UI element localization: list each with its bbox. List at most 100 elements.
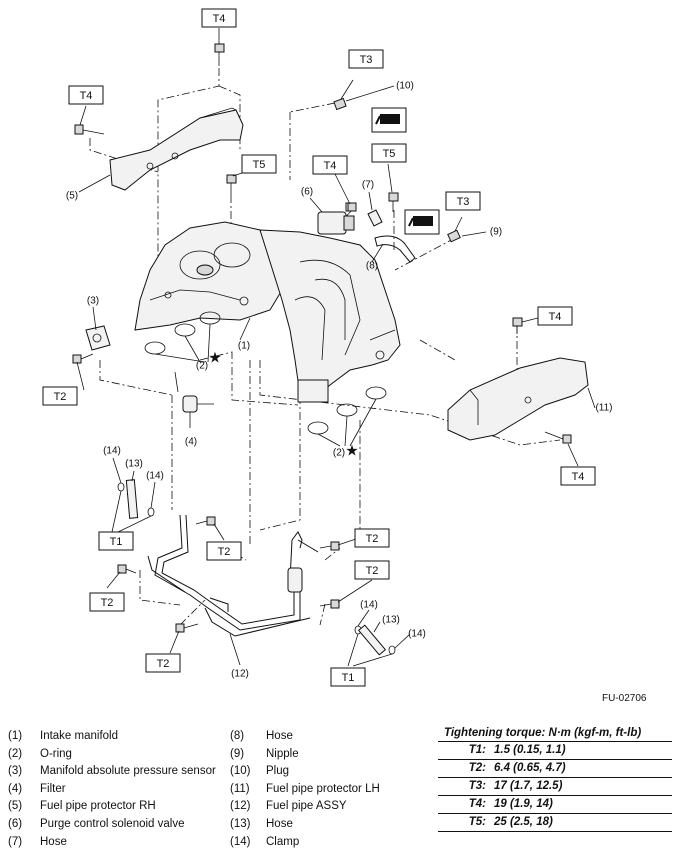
- torque-callout-box: [330, 667, 366, 687]
- torque-row: T5:25 (2.5, 18): [438, 814, 672, 832]
- legend-item-number: (9): [230, 747, 245, 760]
- hose-clamps: [117, 479, 396, 656]
- legend-item: (5)Fuel pipe protector RH: [8, 798, 216, 816]
- legend-item-number: (2): [8, 747, 23, 760]
- legend-item-name: Purge control solenoid valve: [40, 817, 185, 830]
- hoses: [367, 209, 416, 263]
- torque-callout-label: T5: [383, 148, 396, 160]
- fuel-pipe-assy: [147, 514, 319, 637]
- torque-callout-t2-bottom: T2: [145, 653, 181, 673]
- part-callout-c9: (9): [490, 227, 502, 238]
- bolts: [72, 43, 572, 633]
- legend-item: (6)Purge control solenoid valve: [8, 816, 216, 834]
- legend-item-number: (7): [8, 835, 23, 848]
- torque-callout-box: [371, 143, 407, 163]
- part-callout-c6: (6): [301, 187, 313, 198]
- bolt-t4-protector: [512, 317, 523, 334]
- torque-row: T2:6.4 (0.65, 4.7): [438, 760, 672, 778]
- torque-row: T1:1.5 (0.15, 1.1): [438, 742, 672, 760]
- bolt-t4-mid: [347, 202, 357, 212]
- torque-callout-box: [201, 8, 237, 28]
- star-mark: ★: [345, 442, 358, 460]
- bolt-t4-bottom-right: [544, 431, 572, 444]
- star-mark: ★: [208, 349, 221, 367]
- torque-callout-t4-protector: T4: [537, 306, 573, 326]
- torque-callout-label: T3: [360, 54, 373, 66]
- torque-row-key: T1:: [468, 744, 486, 756]
- torque-callout-t4-left: T4: [68, 85, 104, 105]
- torque-row-value: 19 (1.9, 14): [494, 798, 553, 810]
- torque-callout-label: T4: [549, 311, 562, 323]
- legend-item: (1)Intake manifold: [8, 728, 216, 746]
- torque-callout-label: T5: [253, 159, 266, 171]
- torque-callout-box: [560, 466, 596, 486]
- part-callout-c12: (12): [231, 669, 249, 680]
- part-callout-c10: (10): [396, 81, 414, 92]
- torque-row-value: 25 (2.5, 18): [494, 816, 553, 828]
- torque-callout-t2-left: T2: [42, 386, 78, 406]
- torque-callout-label: T2: [157, 658, 170, 670]
- torque-row-value: 17 (1.7, 12.5): [494, 780, 563, 792]
- torque-callout-t2-mid: T2: [206, 541, 242, 561]
- torque-callout-box: [42, 386, 78, 406]
- torque-callout-t2-right-top: T2: [354, 528, 390, 548]
- legend-item: (2)O-ring: [8, 746, 216, 764]
- torque-callout-box: [241, 154, 277, 174]
- legend-item: (3)Manifold absolute pressure sensor: [8, 763, 216, 781]
- parts-legend-left: (1)Intake manifold(2)O-ring(3)Manifold a…: [8, 728, 216, 851]
- fuel-pipe-protector-lh: [447, 357, 589, 441]
- torque-callout-t5-left: T5: [241, 154, 277, 174]
- legend-item-name: Fuel pipe protector RH: [40, 800, 156, 813]
- legend-item: (8) Hose: [230, 728, 380, 746]
- legend-item-name: Clamp: [266, 835, 300, 848]
- torque-table-title: Tightening torque: N·m (kgf-m, ft-lb): [438, 727, 672, 742]
- bolt-t2-mid: [195, 516, 216, 526]
- legend-item-name: Plug: [266, 765, 290, 778]
- part-callout-c11: (11): [595, 403, 612, 414]
- part-callout-c14a: (14): [103, 446, 121, 457]
- leader-lines: [76, 28, 596, 667]
- torque-row-key: T4:: [468, 798, 486, 810]
- torque-callout-label: T4: [324, 160, 337, 172]
- legend-item-name: Intake manifold: [40, 730, 118, 742]
- legend-item: (13)Hose: [230, 816, 380, 834]
- intake-manifold-left: [134, 221, 286, 331]
- legend-item-name: Hose: [266, 730, 293, 742]
- legend-item-name: Hose: [266, 817, 293, 830]
- legend-item-number: (12): [230, 800, 251, 813]
- legend-item: (14) Clamp: [230, 834, 380, 852]
- torque-callout-box: [445, 191, 481, 211]
- torque-callout-label: T2: [54, 391, 67, 403]
- legend-item-number: (11): [230, 782, 250, 795]
- torque-callout-label: T1: [342, 672, 355, 684]
- torque-callout-box: [89, 592, 125, 612]
- legend-item: (9) Nipple: [230, 746, 380, 764]
- torque-callout-label: T4: [80, 90, 93, 102]
- torque-callout-box: [145, 653, 181, 673]
- torque-callout-t3-right: T3: [445, 191, 481, 211]
- legend-item-number: (4): [8, 782, 23, 795]
- part-callout-c13a: (13): [125, 459, 143, 470]
- legend-item-number: (8): [230, 730, 245, 742]
- torque-callout-t4-mid: T4: [312, 155, 348, 175]
- part-callout-c2b: (2): [333, 448, 345, 459]
- torque-callout-box: [68, 85, 104, 105]
- parts-legend-middle: (8)Hose(9)Nipple(10)Plug(11)Fuel pipe pr…: [230, 728, 380, 851]
- legend-item-name: Hose: [40, 835, 67, 848]
- legend-item-number: (3): [8, 765, 23, 778]
- torque-row: T3:17 (1.7, 12.5): [438, 778, 672, 796]
- torque-callout-label: T2: [218, 546, 231, 558]
- legend-item: (4)Filter: [8, 781, 216, 799]
- part-callout-c1: (1): [238, 341, 250, 352]
- torque-callout-box: [537, 306, 573, 326]
- torque-callout-label: T4: [572, 471, 585, 483]
- torque-callout-t3-top: T3: [348, 49, 384, 69]
- legend-item: (10)Plug: [230, 763, 380, 781]
- legend-item-number: (14): [230, 835, 251, 848]
- torque-callout-t2-right: T2: [354, 560, 390, 580]
- grease-icon-right: [404, 209, 440, 235]
- part-callout-c2a: (2): [196, 361, 208, 372]
- legend-item-name: Nipple: [266, 747, 299, 760]
- bolt-t5-left: [226, 174, 237, 195]
- part-callout-c3: (3): [87, 296, 99, 307]
